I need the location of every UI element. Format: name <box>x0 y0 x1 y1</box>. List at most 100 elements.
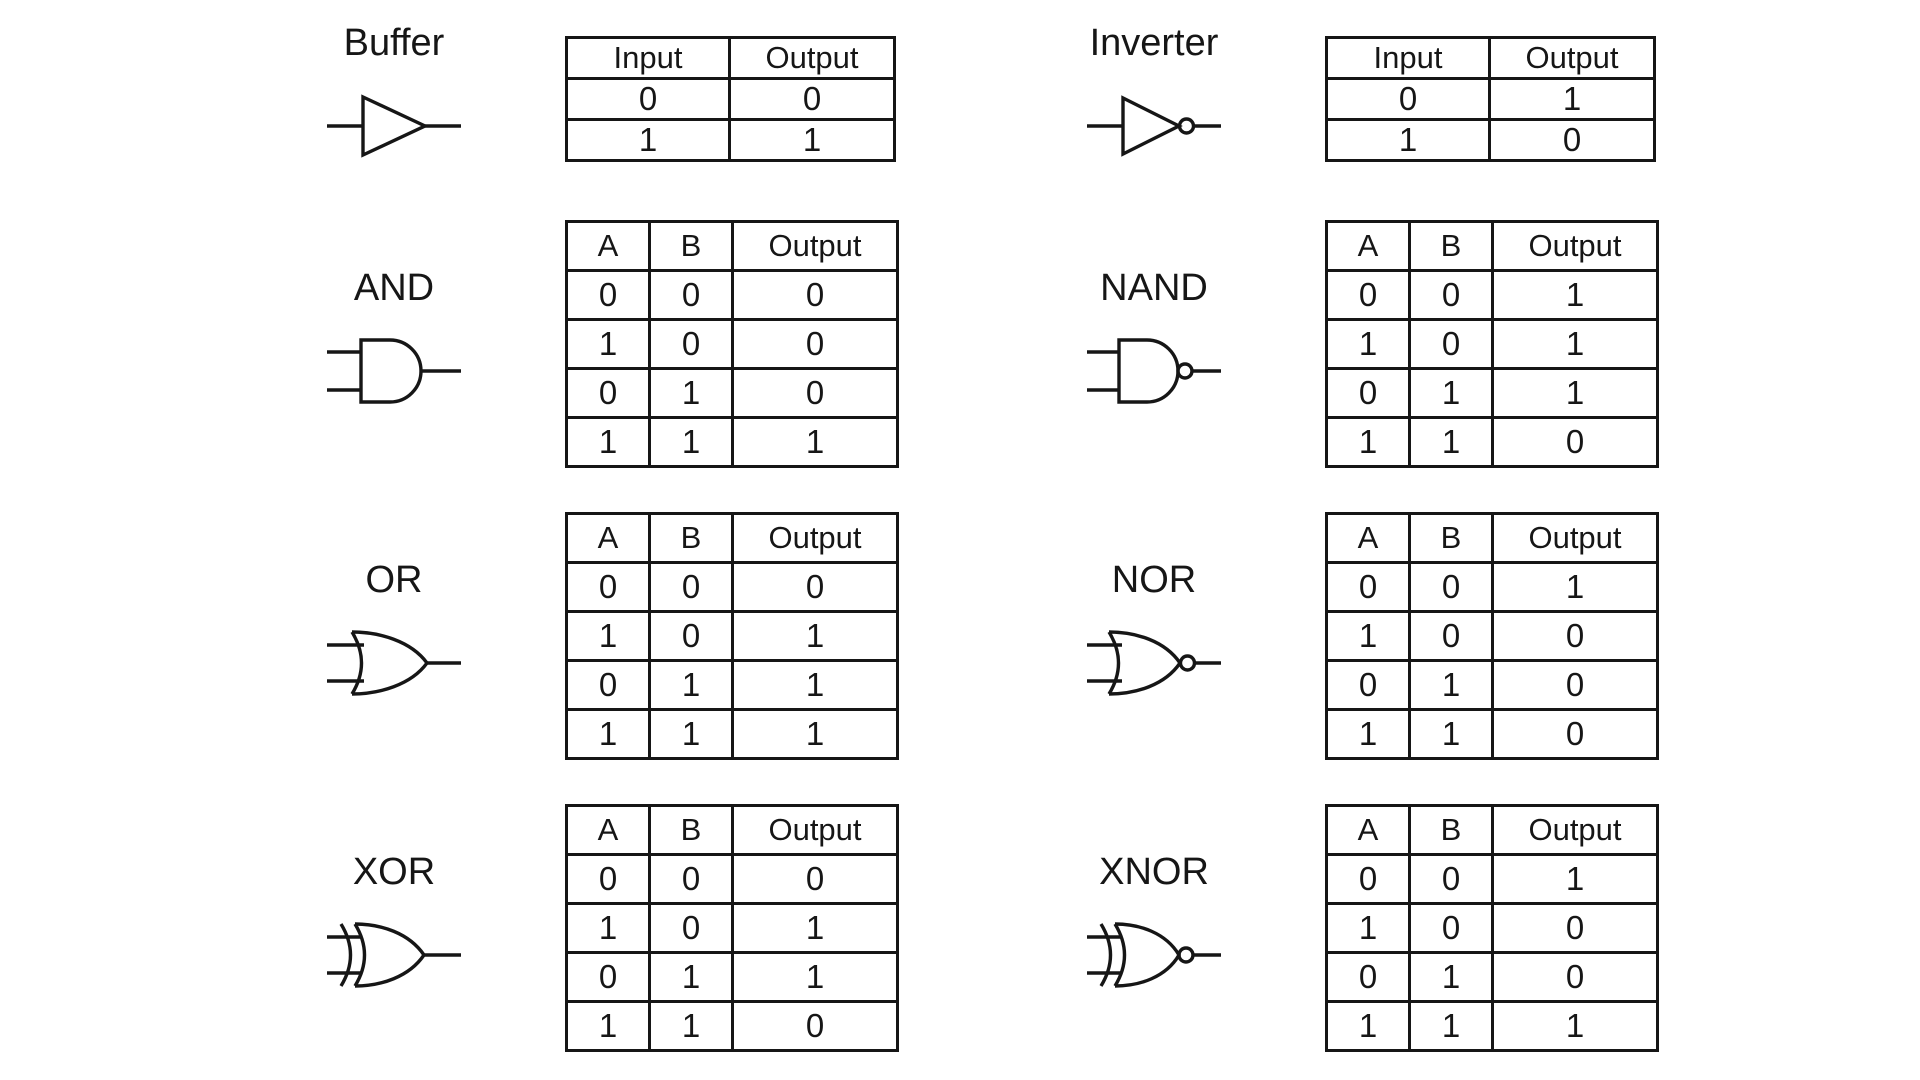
truth-value-cell: 0 <box>1325 950 1411 1003</box>
truth-value-cell: 0 <box>565 658 651 711</box>
gate-symbol <box>309 321 479 421</box>
truth-value-cell: 1 <box>1325 707 1411 760</box>
column-header: B <box>648 219 734 272</box>
truth-value-cell: 1 <box>648 950 734 1003</box>
xor-extra-arc <box>1099 922 1113 987</box>
negation-bubble <box>1176 361 1194 380</box>
column-header: Input <box>565 35 731 80</box>
truth-value-cell: 1 <box>1408 366 1494 419</box>
column-header: Output <box>731 803 899 856</box>
truth-value-cell: 0 <box>731 852 899 905</box>
truth-value-cell: 1 <box>648 415 734 468</box>
column-header: B <box>1408 511 1494 564</box>
truth-value-cell: 0 <box>648 609 734 662</box>
truth-value-cell: 0 <box>1488 117 1656 162</box>
truth-value-cell: 1 <box>1325 901 1411 954</box>
truth-value-cell: 1 <box>731 707 899 760</box>
truth-value-cell: 1 <box>728 117 896 162</box>
gate-left-block: Inverter <box>1025 22 1283 176</box>
truth-value-cell: 0 <box>1491 658 1659 711</box>
truth-value-cell: 1 <box>648 707 734 760</box>
truth-value-cell: 0 <box>1491 950 1659 1003</box>
gate-label: NOR <box>1111 558 1197 601</box>
gate-back-arc <box>353 922 367 987</box>
truth-value-cell: 0 <box>1325 268 1411 321</box>
gate-body <box>351 629 430 696</box>
truth-value-cell: 0 <box>565 950 651 1003</box>
truth-value-cell: 1 <box>731 609 899 662</box>
truth-value-cell: 1 <box>565 707 651 760</box>
truth-value-cell: 1 <box>648 366 734 419</box>
gate-symbol <box>309 76 479 176</box>
gate-body <box>359 337 423 404</box>
gate-label: NAND <box>1100 266 1208 309</box>
truth-value-cell: 0 <box>1408 560 1494 613</box>
inverter-gate-icon <box>1087 94 1221 157</box>
truth-value-cell: 1 <box>731 901 899 954</box>
truth-value-cell: 1 <box>1488 76 1656 121</box>
truth-value-cell: 1 <box>565 317 651 370</box>
or-gate-icon <box>327 629 461 696</box>
truth-value-cell: 1 <box>565 999 651 1052</box>
column-header: Output <box>731 219 899 272</box>
column-header: B <box>648 511 734 564</box>
gate-left-block: XOR <box>265 851 523 1005</box>
column-header: A <box>1325 803 1411 856</box>
xor-extra-arc <box>339 922 353 987</box>
truth-value-cell: 0 <box>1325 76 1491 121</box>
truth-value-cell: 0 <box>731 999 899 1052</box>
gate-body <box>1117 337 1180 404</box>
truth-value-cell: 0 <box>731 317 899 370</box>
truth-value-cell: 1 <box>731 415 899 468</box>
gate-left-block: AND <box>265 267 523 421</box>
truth-value-cell: 1 <box>1325 415 1411 468</box>
truth-value-cell: 0 <box>1408 609 1494 662</box>
truth-value-cell: 1 <box>1491 999 1659 1052</box>
truth-value-cell: 0 <box>565 268 651 321</box>
gate-body <box>1121 94 1183 157</box>
column-header: Output <box>1491 511 1659 564</box>
truth-value-cell: 1 <box>648 658 734 711</box>
column-header: A <box>565 511 651 564</box>
truth-value-cell: 0 <box>565 76 731 121</box>
truth-value-cell: 0 <box>1408 268 1494 321</box>
truth-value-cell: 0 <box>1325 366 1411 419</box>
truth-value-cell: 1 <box>1491 268 1659 321</box>
truth-value-cell: 0 <box>1491 901 1659 954</box>
truth-value-cell: 0 <box>731 268 899 321</box>
truth-value-cell: 0 <box>648 901 734 954</box>
truth-value-cell: 0 <box>1491 415 1659 468</box>
truth-value-cell: 0 <box>1325 560 1411 613</box>
truth-value-cell: 1 <box>565 415 651 468</box>
gate-symbol <box>309 905 479 1005</box>
column-header: A <box>565 219 651 272</box>
column-header: Output <box>1491 803 1659 856</box>
gate-back-arc <box>1107 630 1121 695</box>
truth-value-cell: 1 <box>1408 658 1494 711</box>
truth-value-cell: 0 <box>1325 658 1411 711</box>
column-header: Input <box>1325 35 1491 80</box>
